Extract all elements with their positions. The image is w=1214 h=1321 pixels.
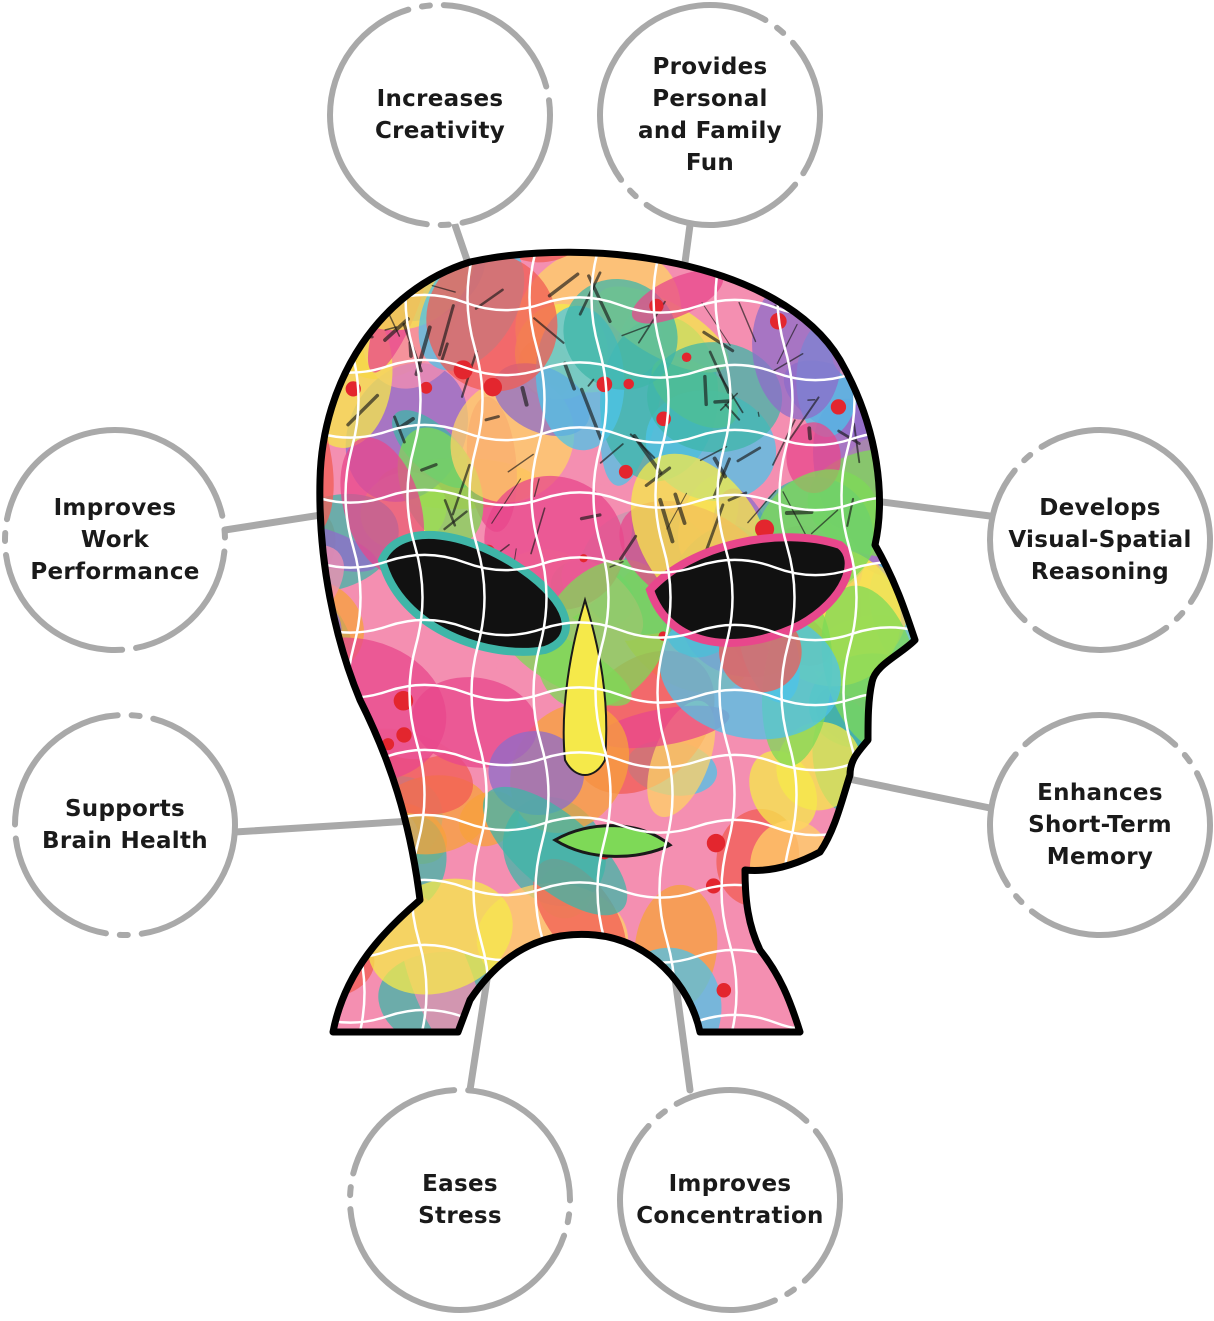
benefit-line: Concentration [636,1200,823,1232]
red-dot [682,352,692,362]
red-dot [578,988,588,998]
alien-head-puzzle-icon [95,65,1083,1125]
benefit-line: Improves [636,1168,823,1200]
ink-streak [787,512,812,513]
red-dot [868,293,886,311]
benefit-line: Creativity [375,115,505,147]
ink-streak [861,369,873,397]
benefit-line: Memory [1028,841,1172,873]
red-dot [483,378,502,397]
red-dot [717,983,732,998]
red-dot [366,293,383,310]
benefit-line: Work [30,524,199,556]
red-dot [831,399,846,414]
benefit-line: and Family [638,115,782,147]
red-dot [649,299,663,313]
benefit-line: Develops [1008,492,1191,524]
red-dot [623,379,634,390]
paint-blob [250,831,391,954]
benefit-line: Short-Term [1028,809,1172,841]
paint-blob [879,669,962,784]
benefit-line: Increases [375,83,505,115]
ink-streak [705,377,706,405]
benefit-line: Personal [638,83,782,115]
head-colorful-art [95,65,1083,1125]
ink-streak [809,428,810,438]
red-dot [619,465,633,479]
ink-streak [774,275,790,296]
benefit-line: Visual-Spatial [1008,524,1191,556]
red-dot [420,382,432,394]
benefit-line: Eases [418,1168,502,1200]
paint-blob [885,393,955,436]
ink-streak [369,275,389,314]
paint-blob [555,937,620,1016]
ink-streak [351,281,380,307]
ink-streak [715,401,729,402]
benefit-line: Enhances [1028,777,1172,809]
red-dot [339,730,350,741]
ink-streak [868,301,869,346]
benefit-line: Fun [638,147,782,179]
benefit-line: Reasoning [1008,556,1191,588]
ink-streak [758,412,759,416]
ink-streak [845,315,857,325]
benefit-line: Improves [30,492,199,524]
benefit-line: Performance [30,556,199,588]
red-dot [707,834,725,852]
benefit-line: Brain Health [42,825,208,857]
ink-streak [885,398,912,427]
benefit-line: Stress [418,1200,502,1232]
benefit-line: Supports [42,793,208,825]
benefit-line: Provides [638,51,782,83]
ink-streak [347,279,373,291]
red-dot [396,727,411,742]
